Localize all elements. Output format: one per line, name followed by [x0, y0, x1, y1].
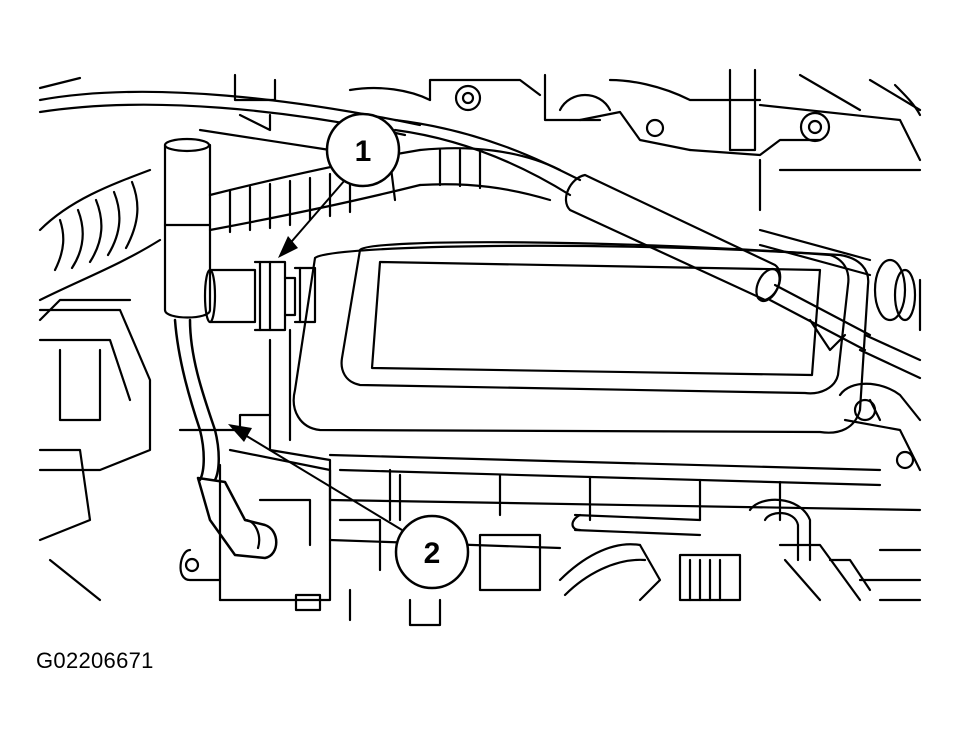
- cable-top: [393, 118, 582, 197]
- corrugated-hose-left: [38, 168, 162, 322]
- leader-line-2: [239, 431, 403, 531]
- arrowhead-1: [278, 236, 298, 258]
- callout-circle-2: [394, 514, 470, 590]
- figure-id-label: G02206671: [36, 648, 154, 673]
- background-structure: [38, 68, 922, 212]
- valve-cover: [292, 241, 870, 434]
- bracket-right: [838, 382, 922, 472]
- callout-number-2: 2: [424, 537, 441, 570]
- bracket-left: [38, 308, 152, 602]
- engine-block-lower: [268, 328, 922, 627]
- arrowhead-2: [228, 424, 252, 442]
- ground-strap-wire: [173, 318, 278, 560]
- callout-1: 1: [278, 112, 401, 258]
- leader-line-1: [285, 179, 346, 249]
- hose-sleeve-right: [564, 173, 922, 380]
- corrugated-hose-center: [208, 147, 562, 234]
- callout-circle-1: [325, 112, 401, 188]
- vertical-post: [163, 137, 212, 319]
- sensor-component: [203, 260, 317, 332]
- bracket-center: [178, 413, 382, 612]
- callout-number-1: 1: [355, 135, 372, 168]
- callout-2: 2: [228, 424, 470, 590]
